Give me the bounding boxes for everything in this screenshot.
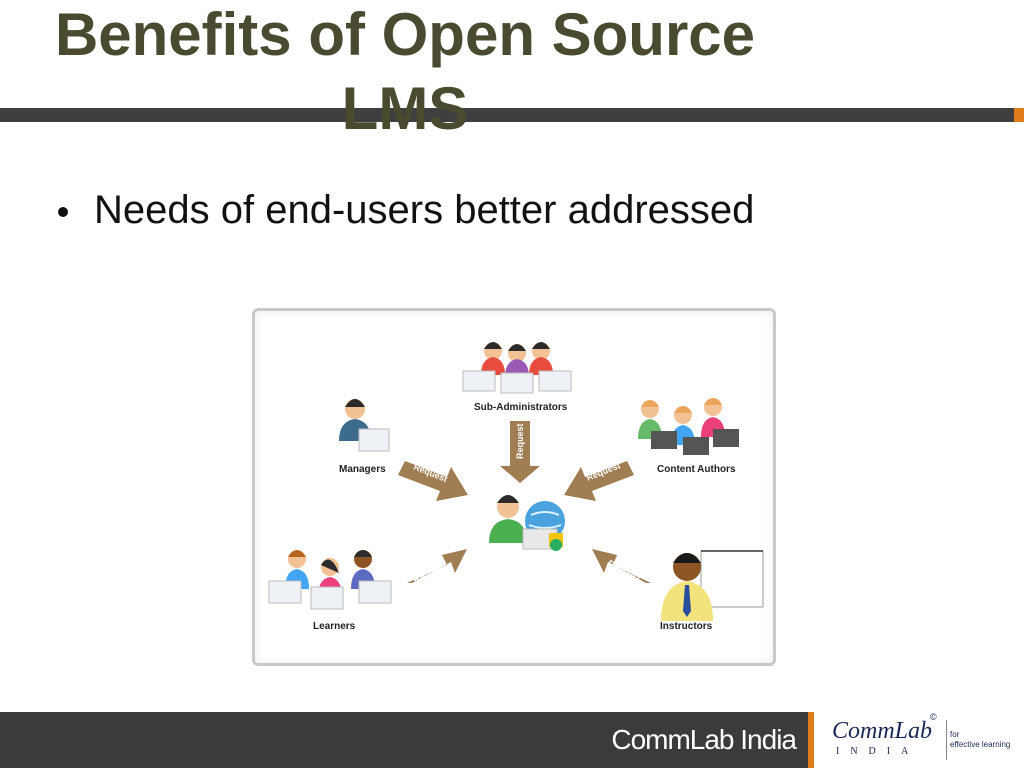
logo-tagline: for effective learning (950, 730, 1010, 750)
title-line-2: LMS (341, 75, 469, 142)
logo-tagline-1: for (950, 730, 960, 739)
arrow-from-learners (407, 549, 467, 583)
footer-accent-divider (808, 712, 814, 768)
logo-separator (946, 720, 947, 760)
arrow-from-managers (398, 461, 468, 501)
logo-tagline-2: effective learning (950, 740, 1011, 749)
bullet-text: Needs of end-users better addressed (94, 188, 755, 232)
instructors-icon (661, 550, 764, 621)
arrow-from-content-authors (564, 461, 634, 501)
footer-brand-text: CommLab India (611, 724, 797, 755)
bullet-dot-icon (58, 206, 68, 217)
request-arrows (398, 421, 651, 583)
copyright-mark: © (930, 712, 937, 722)
content-authors-icon (638, 398, 739, 455)
commlab-logo: © CommLab INDIA for effective learning (814, 712, 1024, 768)
sub-administrators-icon (462, 342, 572, 394)
bullet-point: Needs of end-users better addressed (58, 188, 754, 233)
learners-icon (268, 550, 392, 610)
label-learners: Learners (313, 621, 356, 632)
arrow-label-sub-admins: Request (515, 423, 525, 459)
title-divider-bar (0, 108, 1014, 122)
lms-diagram-graphic: Request Request Request Request Request (268, 342, 764, 621)
label-content-authors: Content Authors (657, 464, 736, 475)
logo-subtext: INDIA (836, 746, 920, 757)
title-divider-accent (1014, 108, 1024, 122)
arrow-from-sub-admins (500, 421, 540, 483)
arrow-label-instructors: Request (606, 558, 642, 584)
lms-diagram: Request Request Request Request Request (252, 308, 776, 666)
central-admin-icon (489, 495, 565, 551)
arrow-label-learners: Request (412, 561, 449, 585)
title-line-1: Benefits of Open Source (54, 1, 756, 68)
label-managers: Managers (339, 464, 386, 475)
label-sub-administrators: Sub-Administrators (474, 402, 568, 413)
label-instructors: Instructors (660, 621, 713, 632)
logo-wordmark: CommLab (832, 718, 933, 744)
managers-icon (339, 399, 390, 452)
arrow-from-instructors (592, 549, 651, 583)
